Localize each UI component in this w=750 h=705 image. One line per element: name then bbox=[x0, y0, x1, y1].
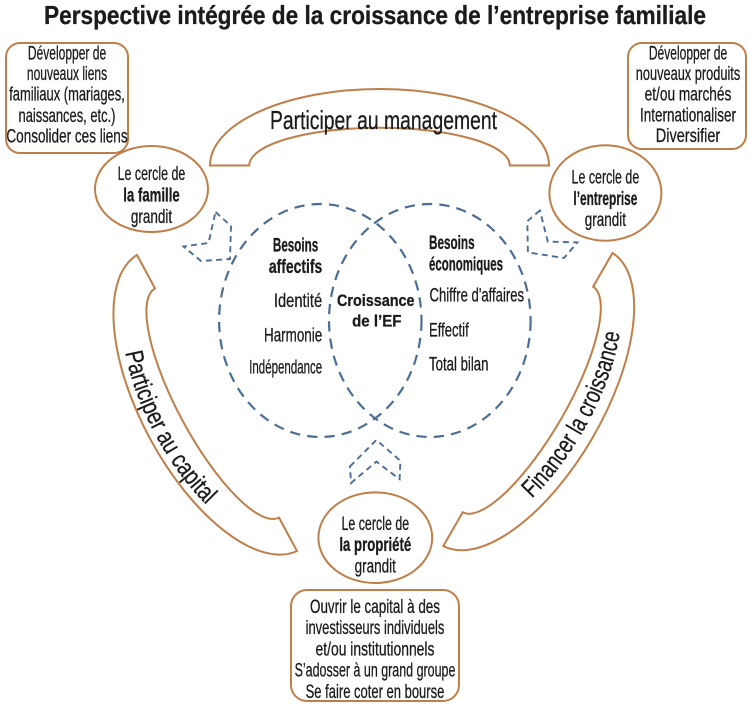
svg-text:Développer de: Développer de bbox=[649, 43, 727, 64]
svg-text:Harmonie: Harmonie bbox=[264, 325, 322, 346]
svg-text:et/ou marchés: et/ou marchés bbox=[645, 85, 732, 106]
svg-text:Financer la croissance: Financer la croissance bbox=[516, 329, 626, 503]
svg-text:Total bilan: Total bilan bbox=[429, 355, 489, 376]
svg-text:Perspective intégrée de la cro: Perspective intégrée de la croissance de… bbox=[44, 0, 706, 30]
svg-text:Effectif: Effectif bbox=[429, 321, 469, 342]
svg-text:Identité: Identité bbox=[274, 291, 322, 312]
svg-text:affectifs: affectifs bbox=[269, 257, 322, 278]
svg-text:Ouvrir le capital à des: Ouvrir le capital à des bbox=[310, 597, 440, 618]
svg-text:Participer au capital: Participer au capital bbox=[119, 348, 222, 509]
svg-text:investisseurs individuels: investisseurs individuels bbox=[306, 618, 445, 639]
svg-text:nouveaux liens: nouveaux liens bbox=[27, 64, 107, 85]
svg-text:nouveaux produits: nouveaux produits bbox=[636, 64, 741, 85]
svg-text:Le cercle de: Le cercle de bbox=[118, 164, 186, 185]
svg-text:Le cercle de: Le cercle de bbox=[341, 514, 409, 535]
svg-text:grandit: grandit bbox=[131, 207, 173, 228]
svg-text:naissances, etc.): naissances, etc.) bbox=[19, 106, 116, 127]
svg-text:la propriété: la propriété bbox=[339, 535, 411, 556]
svg-text:Internationaliser: Internationaliser bbox=[640, 105, 736, 126]
svg-text:Besoins: Besoins bbox=[273, 236, 318, 257]
svg-text:grandit: grandit bbox=[355, 557, 397, 578]
svg-text:la famille: la famille bbox=[123, 186, 179, 207]
svg-text:et/ou institutionnels: et/ou institutionnels bbox=[316, 639, 435, 660]
svg-text:Consolider ces liens: Consolider ces liens bbox=[6, 126, 127, 147]
svg-text:Participer au management: Participer au management bbox=[270, 105, 498, 135]
svg-text:Indépendance: Indépendance bbox=[249, 358, 322, 379]
svg-text:Croissance: Croissance bbox=[337, 291, 415, 310]
svg-text:Chiffre d'affaires: Chiffre d'affaires bbox=[430, 285, 525, 306]
svg-text:grandit: grandit bbox=[585, 210, 627, 231]
svg-text:Besoins: Besoins bbox=[429, 233, 475, 254]
svg-text:l’entreprise: l’entreprise bbox=[573, 189, 637, 210]
svg-text:économiques: économiques bbox=[429, 254, 503, 275]
svg-text:Se faire coter en bourse: Se faire coter en bourse bbox=[306, 682, 445, 703]
svg-text:S’adosser à un grand groupe: S’adosser à un grand groupe bbox=[295, 661, 456, 682]
svg-text:Le cercle de: Le cercle de bbox=[572, 168, 640, 189]
svg-text:Diversifier: Diversifier bbox=[656, 126, 721, 147]
svg-text:de l’EF: de l’EF bbox=[352, 312, 401, 331]
svg-text:familiaux (mariages,: familiaux (mariages, bbox=[9, 84, 125, 105]
svg-text:Développer de: Développer de bbox=[28, 43, 106, 64]
